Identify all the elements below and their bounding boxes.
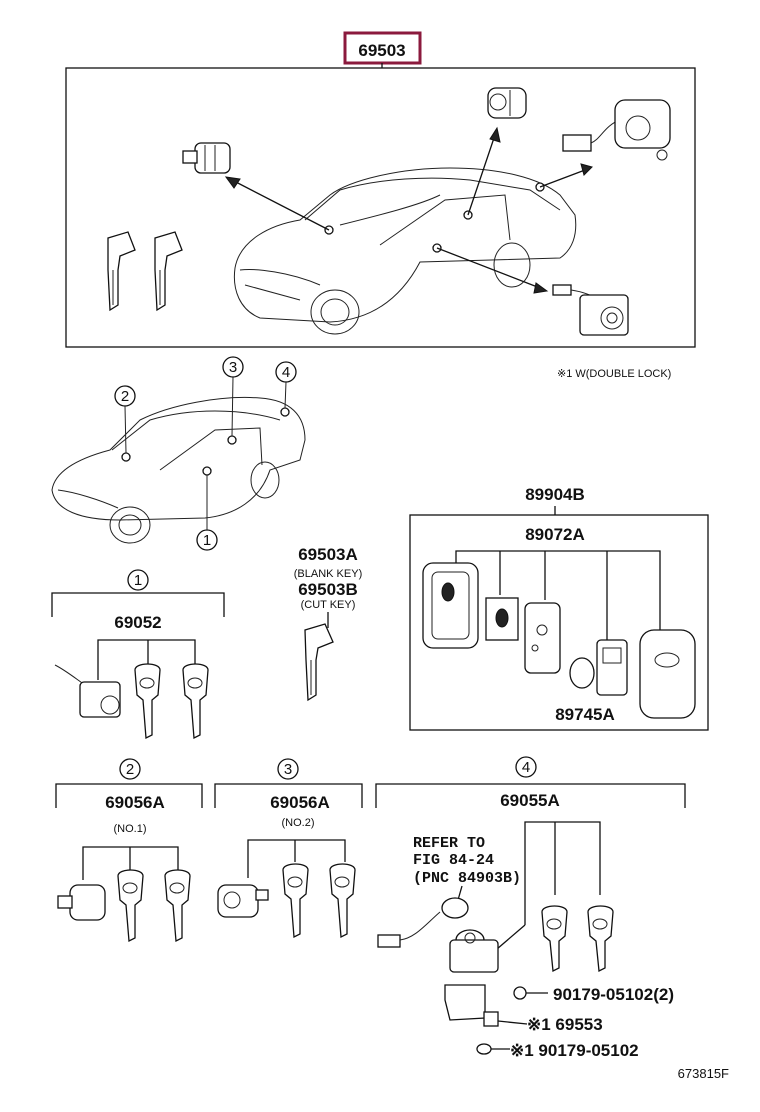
key-icon[interactable] (329, 863, 356, 939)
key-icon[interactable] (107, 231, 136, 312)
key-icon[interactable] (117, 869, 144, 943)
refer-line-3: (PNC 84903B) (413, 870, 521, 887)
svg-text:4: 4 (282, 364, 290, 381)
key-icon[interactable] (541, 905, 568, 973)
group-4-bracket (375, 783, 686, 808)
key-icon[interactable] (282, 863, 309, 939)
middle-car-illustration (51, 397, 306, 544)
door-lock-cylinder-icon[interactable] (54, 664, 121, 718)
footnote: ※1 W(DOUBLE LOCK) (557, 368, 671, 380)
blank-key-note: (BLANK KEY) (294, 568, 362, 580)
key-icon[interactable] (182, 663, 209, 740)
lock-cylinder-icon[interactable] (487, 87, 527, 119)
top-arrows (224, 126, 593, 294)
key-icon[interactable] (154, 231, 183, 312)
lock-cylinder-icon[interactable] (217, 884, 269, 918)
key-icon[interactable] (164, 869, 191, 943)
group-2-part-number[interactable]: 69056A (105, 793, 165, 812)
group-1-part-number[interactable]: 69052 (114, 613, 161, 632)
header-part-number[interactable]: 69503 (358, 41, 405, 60)
key-icon[interactable] (134, 663, 161, 740)
group-4-part-number[interactable]: 69055A (500, 791, 560, 810)
callout-1[interactable]: 1 (196, 475, 218, 551)
callout-2[interactable]: 2 (114, 385, 136, 454)
ignition-cylinder-icon[interactable] (449, 929, 499, 973)
group-3-part-number[interactable]: 69056A (270, 793, 330, 812)
battery-part-number[interactable]: 89745A (555, 705, 615, 724)
circuit-board-icon[interactable] (524, 602, 561, 674)
svg-text:2: 2 (121, 388, 129, 405)
cover-part-number[interactable]: ※1 69553 (527, 1015, 603, 1034)
smart-key-inner-part-number[interactable]: 89072A (525, 525, 585, 544)
group-3-bracket (214, 783, 363, 808)
top-assembly-frame (65, 67, 696, 348)
key-icon[interactable] (304, 623, 334, 702)
refer-line-2: FIG 84-24 (413, 852, 494, 869)
smart-key-icon[interactable] (422, 562, 479, 649)
lock-cylinder-icon[interactable] (57, 884, 106, 921)
cut-key-note: (CUT KEY) (301, 599, 356, 611)
svg-text:1: 1 (134, 572, 142, 589)
cover-icon[interactable] (444, 984, 528, 1027)
screw-icon[interactable] (513, 986, 548, 1000)
screw-part-number-1[interactable]: 90179-05102(2) (553, 985, 674, 1004)
cut-key-part-number[interactable]: 69503B (298, 580, 358, 599)
ignition-switch-icon[interactable] (552, 284, 629, 336)
svg-text:2: 2 (126, 761, 134, 778)
smart-key-shell-icon[interactable] (639, 629, 696, 719)
group-4-callout[interactable]: 4 (515, 756, 537, 778)
image-code: 673815F (678, 1066, 729, 1081)
smart-key-outer-part-number[interactable]: 89904B (525, 485, 585, 504)
door-lock-cylinder-icon[interactable] (562, 99, 671, 161)
svg-text:3: 3 (284, 761, 292, 778)
group-1-callout[interactable]: 1 (127, 569, 149, 591)
key-icon[interactable] (587, 905, 614, 973)
emergency-key-icon[interactable] (485, 597, 519, 641)
screw-icon[interactable] (476, 1043, 510, 1055)
group-2-sub: (NO.1) (114, 823, 147, 835)
battery-holder-icon[interactable] (596, 639, 628, 696)
screw-part-number-2[interactable]: ※1 90179-05102 (510, 1041, 639, 1060)
group-2-callout[interactable]: 2 (119, 758, 141, 780)
smart-key-frame (409, 514, 709, 731)
group-3-sub: (NO.2) (282, 817, 315, 829)
switch-wire-icon[interactable] (377, 897, 469, 948)
blank-key-part-number[interactable]: 69503A (298, 545, 358, 564)
svg-text:3: 3 (229, 359, 237, 376)
callout-3[interactable]: 3 (222, 356, 244, 437)
lock-cylinder-icon[interactable] (182, 142, 231, 174)
callout-4[interactable]: 4 (275, 361, 297, 409)
group-2-bracket (55, 783, 203, 808)
battery-icon[interactable] (569, 657, 595, 689)
group-3-callout[interactable]: 3 (277, 758, 299, 780)
group-1-bracket (51, 592, 225, 617)
svg-text:1: 1 (203, 532, 211, 549)
top-car-illustration (233, 167, 577, 335)
refer-line-1: REFER TO (413, 835, 485, 852)
svg-text:4: 4 (522, 759, 530, 776)
